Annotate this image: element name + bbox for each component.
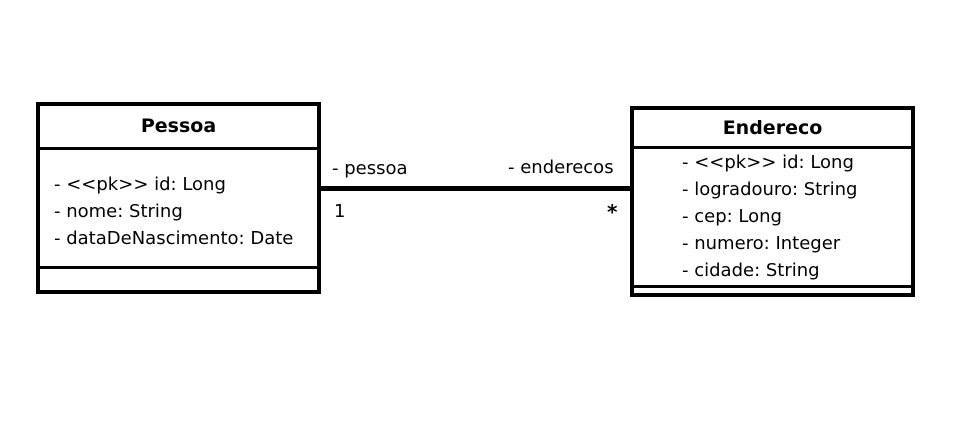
attribute: - cep: Long — [682, 206, 782, 227]
class-endereco[interactable]: Endereco - <<pk>> id: Long - logradouro:… — [630, 106, 915, 297]
class-name: Endereco — [634, 110, 911, 149]
attribute: - dataDeNascimento: Date — [54, 228, 294, 249]
attribute: - <<pk>> id: Long — [682, 152, 854, 173]
attributes-compartment: - <<pk>> id: Long - logradouro: String -… — [634, 149, 911, 288]
attribute: - logradouro: String — [682, 179, 858, 200]
attributes-compartment: - <<pk>> id: Long - nome: String - dataD… — [40, 150, 317, 269]
class-pessoa[interactable]: Pessoa - <<pk>> id: Long - nome: String … — [36, 102, 321, 294]
attribute: - cidade: String — [682, 260, 820, 281]
attribute: - numero: Integer — [682, 233, 841, 254]
source-multiplicity-label: 1 — [334, 201, 346, 222]
attribute: - nome: String — [54, 201, 183, 222]
target-multiplicity-label: * — [607, 200, 618, 224]
source-role-label: - pessoa — [332, 158, 408, 179]
attribute: - <<pk>> id: Long — [54, 174, 226, 195]
association-line[interactable] — [321, 186, 630, 191]
class-name: Pessoa — [40, 106, 317, 150]
target-role-label: - enderecos — [508, 157, 614, 178]
